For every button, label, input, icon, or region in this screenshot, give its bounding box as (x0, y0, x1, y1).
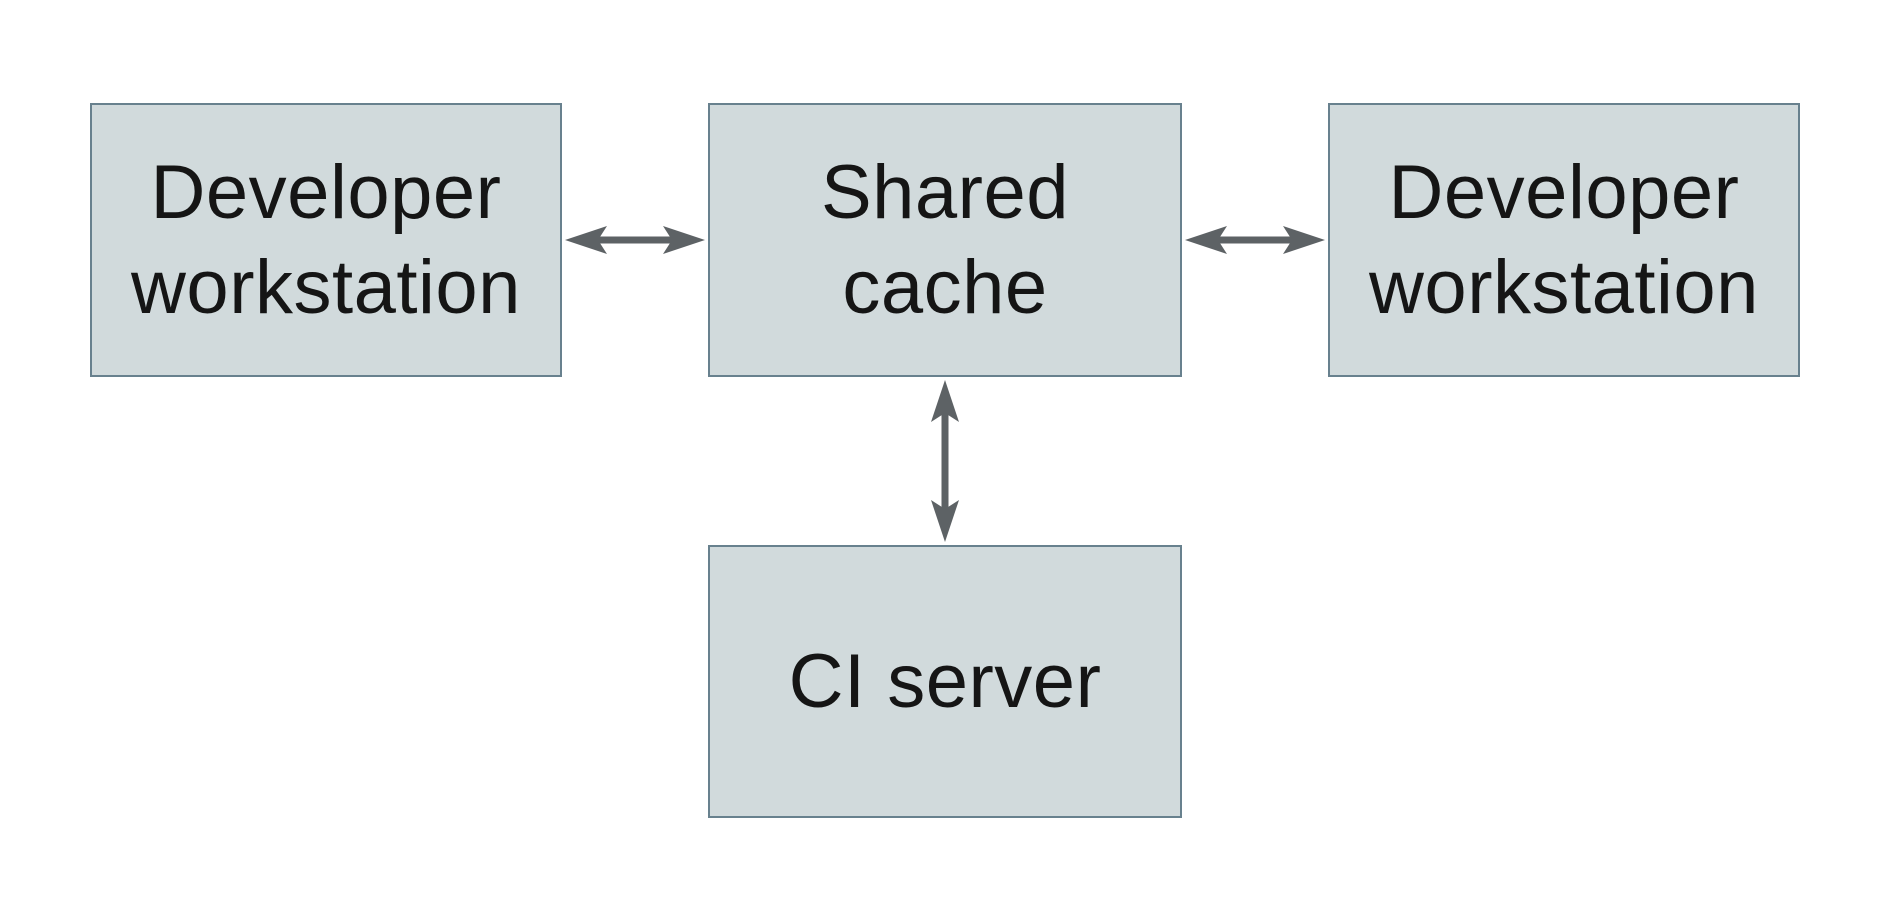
node-label-developer-workstation-left: Developer workstation (131, 150, 521, 330)
bidirectional-arrow-cache-ciserver-icon (931, 380, 959, 542)
arrowhead-left-icon (565, 226, 607, 254)
node-developer-workstation-left: Developer workstation (90, 103, 562, 377)
node-label-shared-cache: Shared cache (820, 150, 1070, 330)
node-label-developer-workstation-right: Developer workstation (1369, 150, 1759, 330)
arrowhead-down-icon (931, 500, 959, 542)
node-label-ci-server: CI server (788, 639, 1102, 724)
arrowhead-left-icon (1185, 226, 1227, 254)
node-ci-server: CI server (708, 545, 1182, 818)
arrowhead-right-icon (1283, 226, 1325, 254)
node-shared-cache: Shared cache (708, 103, 1182, 377)
arrowhead-right-icon (663, 226, 705, 254)
arrowhead-up-icon (931, 380, 959, 422)
node-developer-workstation-right: Developer workstation (1328, 103, 1800, 377)
bidirectional-arrow-cache-devright-icon (1185, 226, 1325, 254)
bidirectional-arrow-devleft-cache-icon (565, 226, 705, 254)
